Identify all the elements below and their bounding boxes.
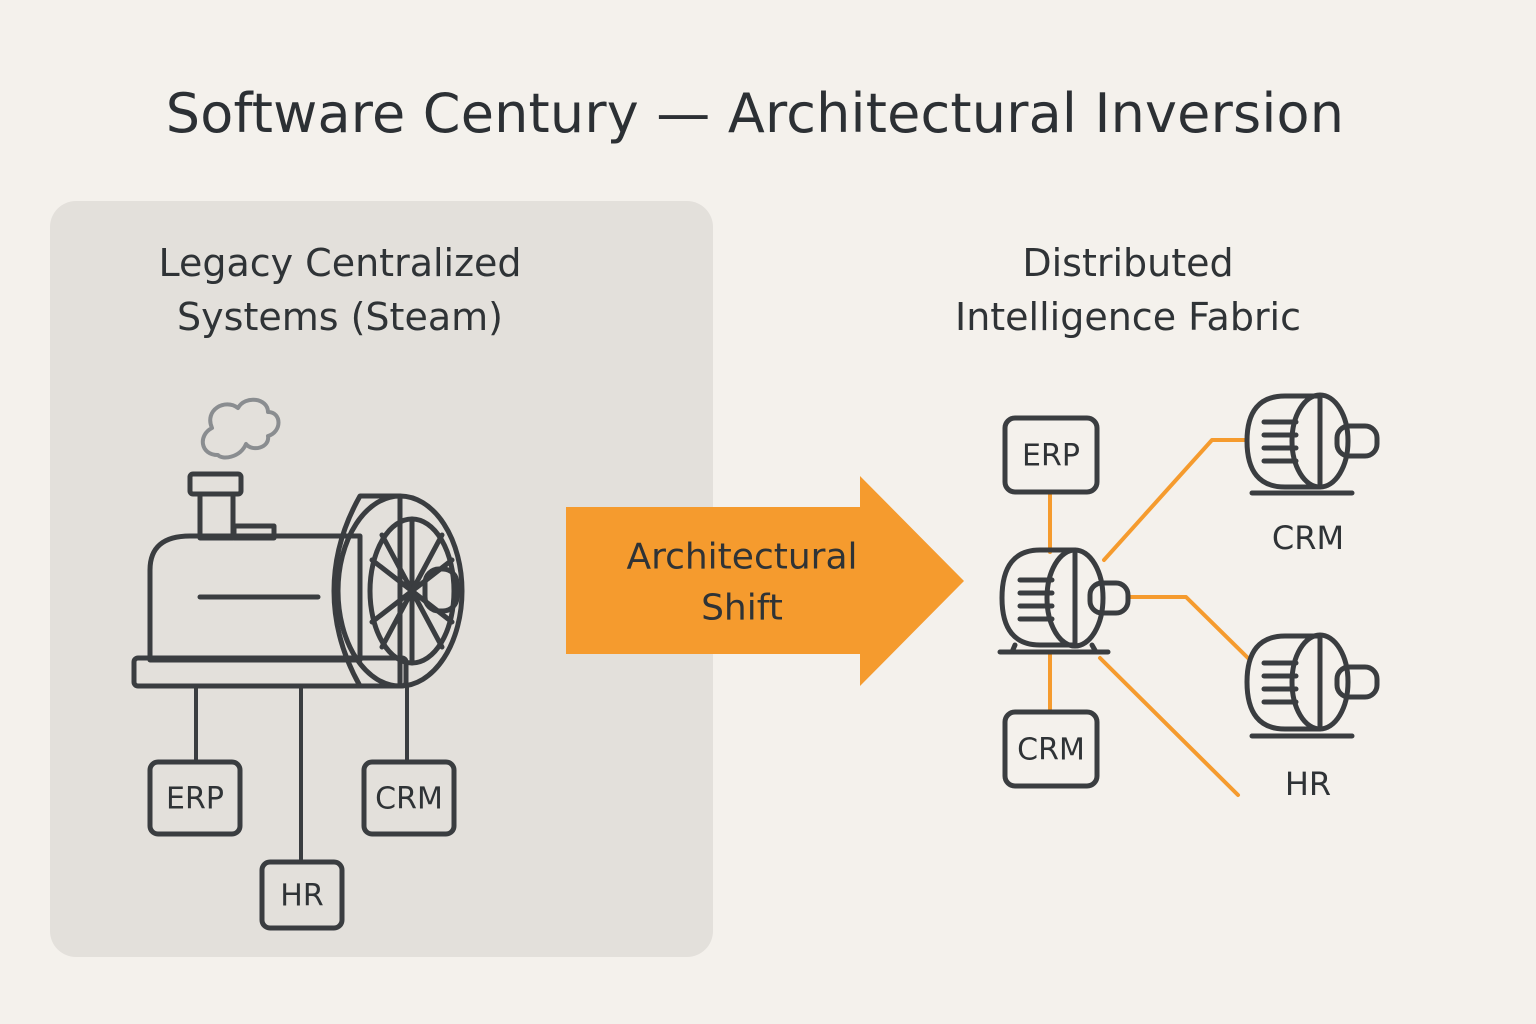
legacy-module-crm-label: CRM <box>375 782 443 817</box>
shift-arrow: Architectural Shift <box>566 476 964 686</box>
legacy-heading: Legacy Centralized Systems (Steam) <box>80 236 600 344</box>
hr-motor-icon <box>1244 632 1380 739</box>
fabric-heading: Distributed Intelligence Fabric <box>900 236 1356 344</box>
legacy-connectors <box>194 686 409 862</box>
fabric-module-erp: ERP <box>1002 415 1100 495</box>
fabric-heading-line1: Distributed <box>1022 241 1234 285</box>
steam-cloud-icon <box>201 397 281 460</box>
crm-motor-icon <box>1244 392 1380 496</box>
fabric-module-erp-label: ERP <box>1022 439 1080 474</box>
legacy-module-crm: CRM <box>361 759 457 837</box>
shift-label-line1: Architectural <box>626 537 857 578</box>
page-title: Software Century — Architectural Inversi… <box>165 82 1345 145</box>
central-motor-icon <box>997 547 1131 655</box>
fabric-module-crm-label: CRM <box>1017 733 1085 768</box>
hr-node-label: HR <box>1285 765 1331 803</box>
fabric-connectors <box>1048 438 1252 797</box>
fabric-module-crm: CRM <box>1002 709 1100 789</box>
legacy-heading-line1: Legacy Centralized <box>158 241 522 285</box>
steam-engine-icon <box>131 397 465 689</box>
shift-label-line2: Shift <box>701 588 783 629</box>
crm-node-label: CRM <box>1272 519 1344 557</box>
shift-arrow-shape <box>566 476 964 686</box>
legacy-module-hr: HR <box>259 859 345 931</box>
legacy-module-erp-label: ERP <box>166 782 224 817</box>
legacy-module-erp: ERP <box>147 759 243 837</box>
fabric-heading-line2: Intelligence Fabric <box>954 295 1302 339</box>
legacy-module-hr-label: HR <box>280 879 323 914</box>
legacy-heading-line2: Systems (Steam) <box>177 295 503 339</box>
